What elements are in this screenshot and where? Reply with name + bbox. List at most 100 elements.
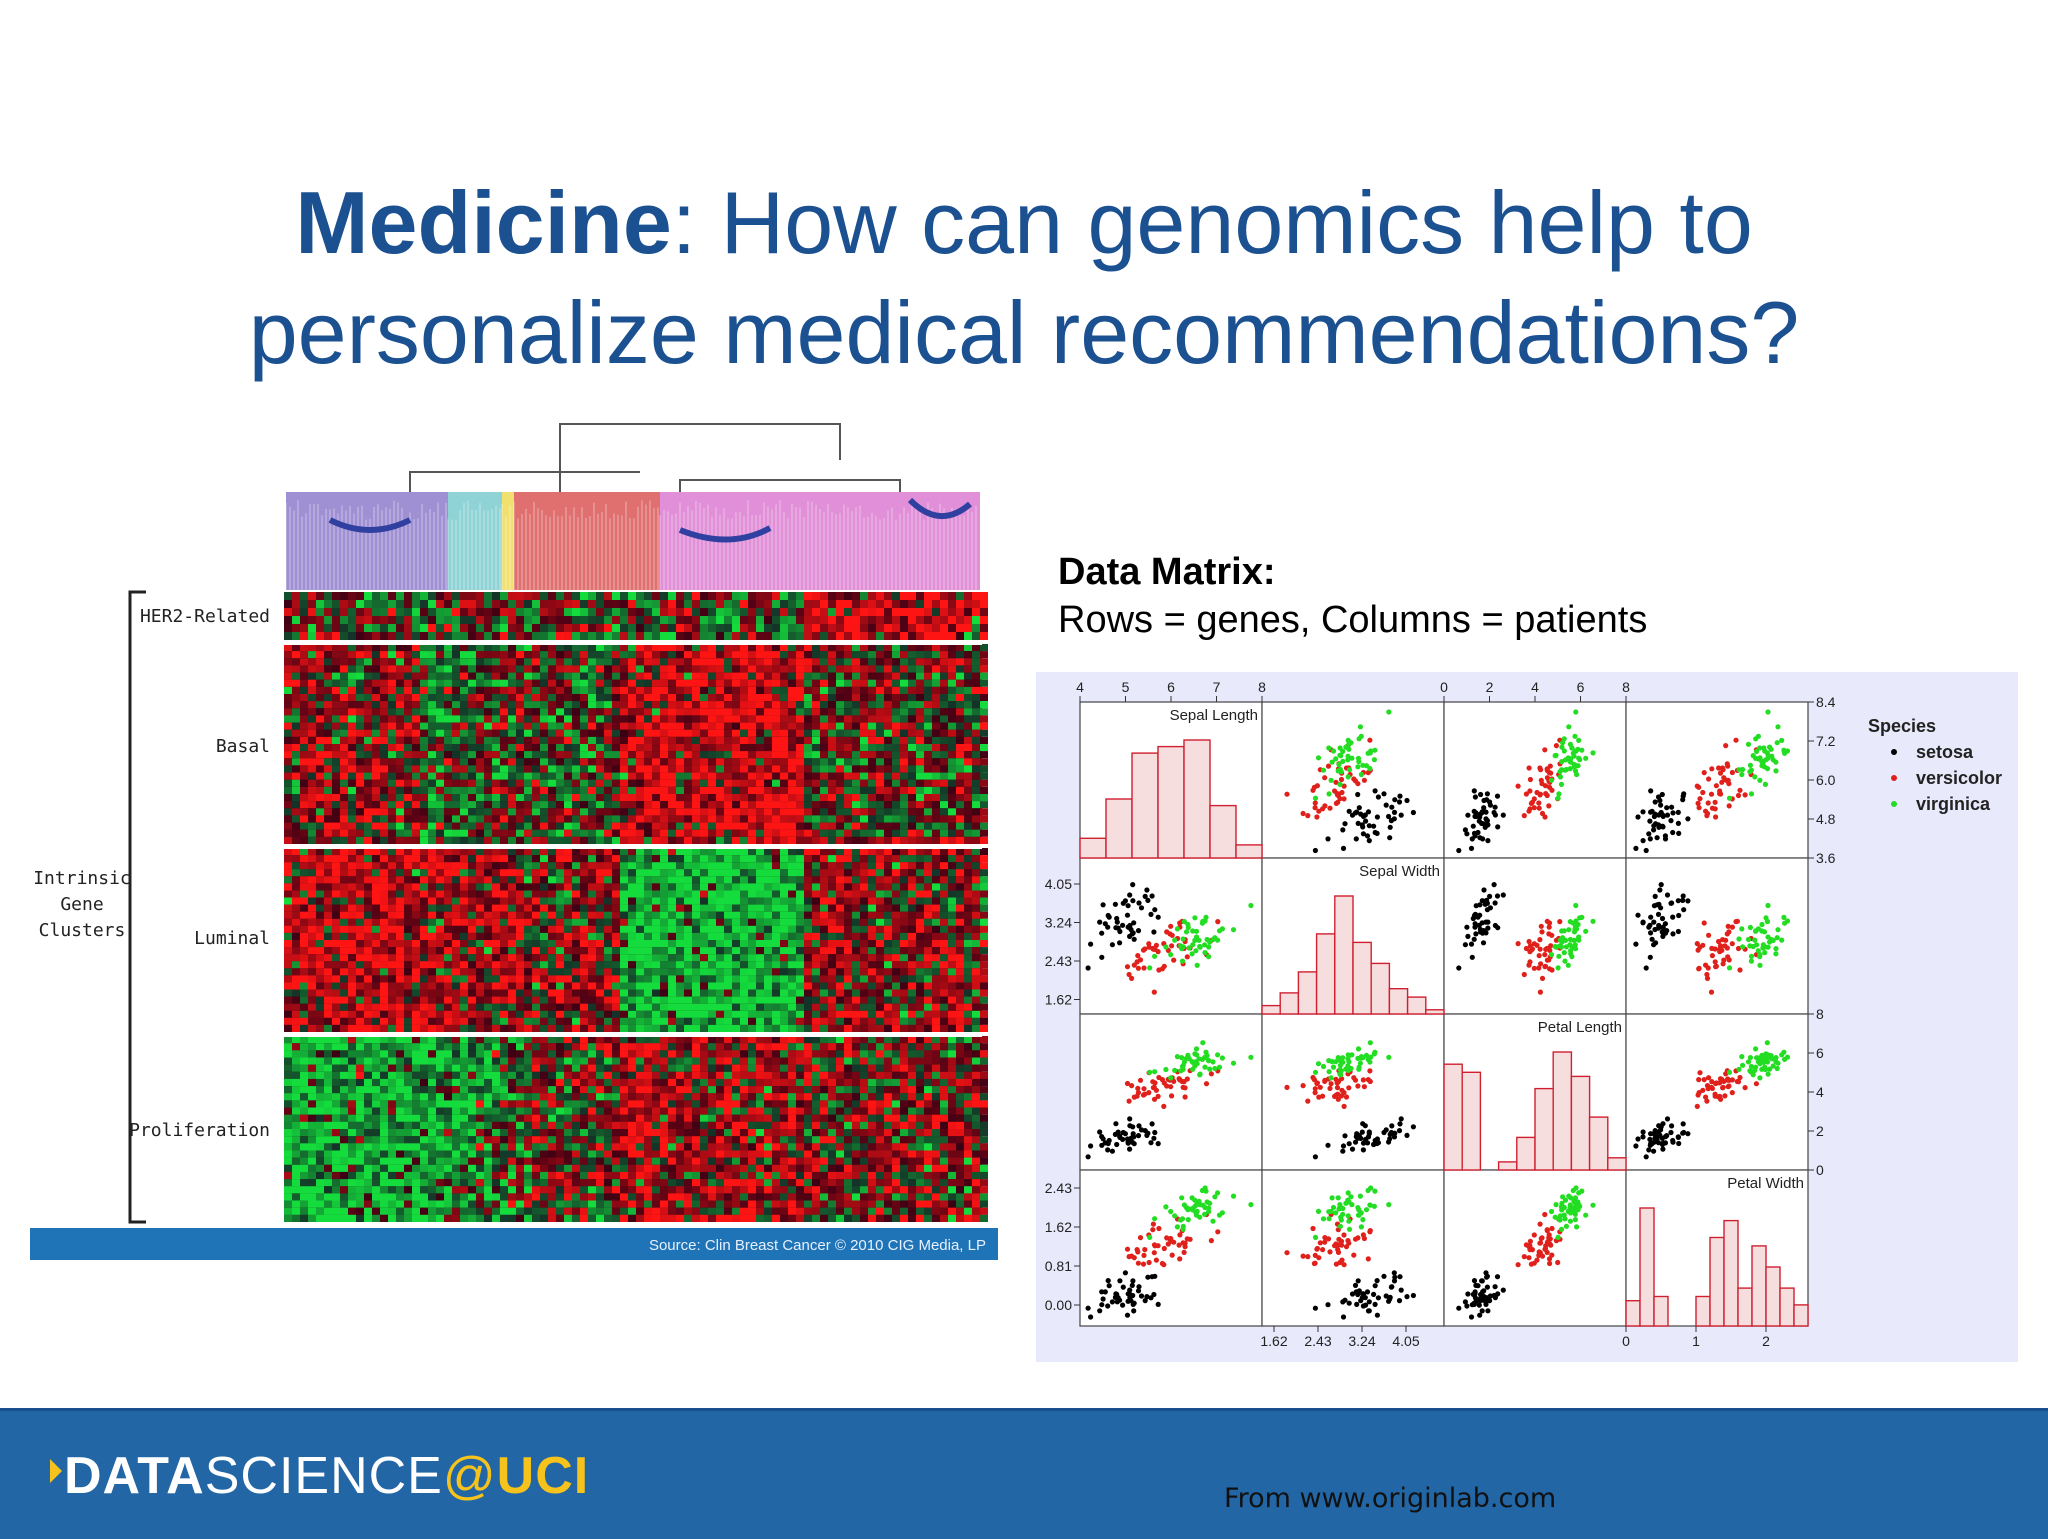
heatmap-cell [876,905,884,912]
heatmap-cell [396,947,404,954]
heatmap-cell [868,616,876,624]
heatmap-cell [380,912,388,919]
heatmap-cell [620,883,628,890]
heatmap-cell [492,947,500,954]
heatmap-cell [852,837,860,844]
heatmap-cell [516,680,524,687]
heatmap-cell [332,876,340,883]
heatmap-cell [724,926,732,933]
heatmap-cell [660,737,668,744]
heatmap-cell [732,592,740,600]
heatmap-cell [772,876,780,883]
heatmap-cell [780,765,788,772]
heatmap-cell [452,687,460,694]
heatmap-cell [652,600,660,608]
heatmap-cell [740,592,748,600]
heatmap-cell [820,624,828,632]
heatmap-cell [780,730,788,737]
heatmap-cell [404,794,412,801]
heatmap-cell [556,954,564,961]
heatmap-cell [348,947,356,954]
heatmap-cell [964,694,972,701]
heatmap-cell [580,926,588,933]
heatmap-cell [492,961,500,968]
heatmap-cell [692,608,700,616]
heatmap-cell [908,933,916,940]
heatmap-cell [804,869,812,876]
heatmap-cell [572,658,580,665]
heatmap-cell [940,708,948,715]
heatmap-cell [692,837,700,844]
heatmap-cell [892,680,900,687]
heatmap-cell [532,898,540,905]
heatmap-cell [340,940,348,947]
heatmap-cell [732,940,740,947]
heatmap-cell [716,616,724,624]
heatmap-cell [364,898,372,905]
heatmap-cell [636,723,644,730]
heatmap-cell [620,680,628,687]
heatmap-cell [324,723,332,730]
heatmap-cell [972,680,980,687]
heatmap-cell [644,848,652,855]
heatmap-cell [596,600,604,608]
heatmap-cell [628,968,636,975]
heatmap-cell [332,658,340,665]
heatmap-cell [340,765,348,772]
heatmap-cell [756,926,764,933]
heatmap-cell [828,876,836,883]
heatmap-cell [692,794,700,801]
heatmap-cell [948,862,956,869]
heatmap-cell [972,933,980,940]
heatmap-cell [780,673,788,680]
heatmap-cell [620,823,628,830]
heatmap-cell [700,673,708,680]
heatmap-cell [788,624,796,632]
heatmap-cell [740,891,748,898]
heatmap-cell [460,983,468,990]
heatmap-cell [804,926,812,933]
heatmap-cell [420,891,428,898]
heatmap-cell [700,765,708,772]
heatmap-cell [356,592,364,600]
heatmap-cell [460,723,468,730]
heatmap-cell [684,905,692,912]
heatmap-cell [364,912,372,919]
heatmap-cell [948,961,956,968]
heatmap-cell [900,926,908,933]
heatmap-cell [860,723,868,730]
heatmap-cell [852,765,860,772]
heatmap-cell [900,592,908,600]
heatmap-cell [604,723,612,730]
heatmap-cell [836,862,844,869]
heatmap-cell [340,780,348,787]
heatmap-cell [844,592,852,600]
heatmap-cell [740,780,748,787]
heatmap-cell [668,862,676,869]
heatmap-cell [716,837,724,844]
heatmap-cell [796,837,804,844]
heatmap-cell [380,765,388,772]
heatmap-cell [460,694,468,701]
heatmap-cell [308,862,316,869]
heatmap-cell [596,687,604,694]
heatmap-cell [764,954,772,961]
heatmap-cell [796,737,804,744]
heatmap-cell [732,968,740,975]
heatmap-cell [556,701,564,708]
heatmap-cell [796,624,804,632]
heatmap-cell [860,968,868,975]
heatmap-cell [436,751,444,758]
heatmap-cell [700,961,708,968]
heatmap-cell [564,919,572,926]
heatmap-cell [516,687,524,694]
heatmap-cell [476,855,484,862]
heatmap-cell [588,715,596,722]
heatmap-cell [548,968,556,975]
heatmap-cell [548,758,556,765]
heatmap-cell [604,737,612,744]
heatmap-cell [404,990,412,997]
heatmap-cell [900,651,908,658]
heatmap-cell [308,701,316,708]
heatmap-cell [396,592,404,600]
